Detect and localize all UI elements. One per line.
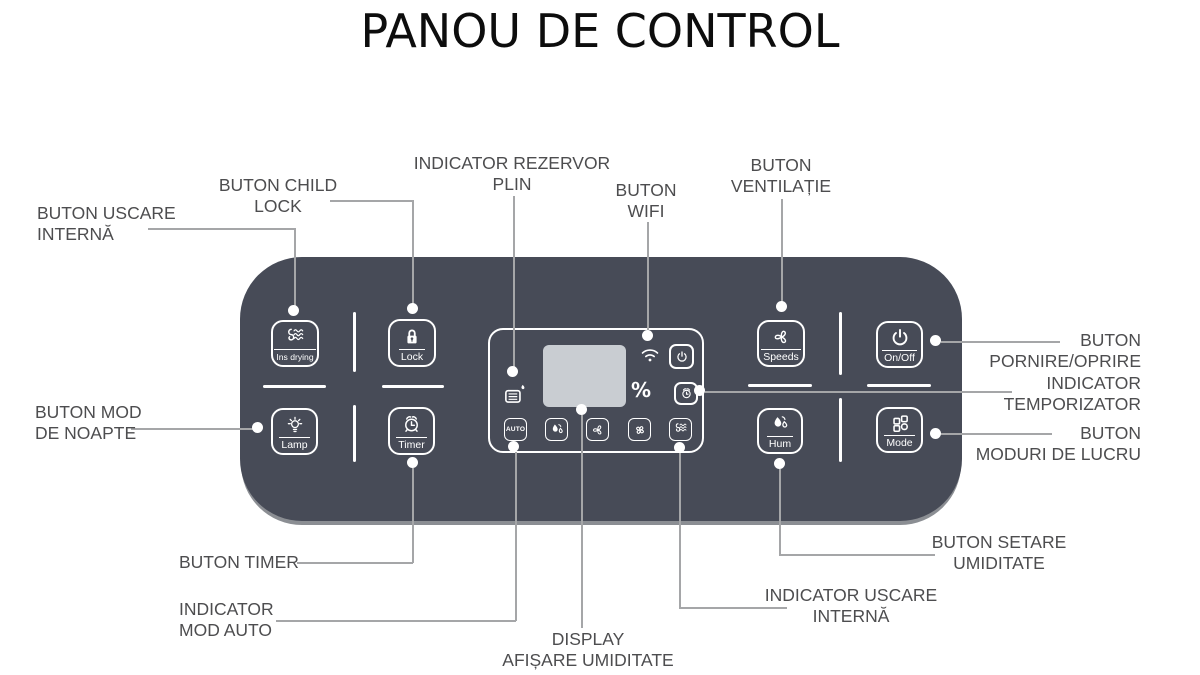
divider	[263, 385, 326, 388]
hum-button-label: Hum	[766, 436, 794, 450]
ins-drying-button-label: Ins drying	[274, 349, 316, 363]
connector-line	[294, 228, 296, 307]
display-group: % AUTO	[488, 328, 704, 453]
alarm-clock-icon	[400, 414, 423, 436]
label-setare-umiditate: BUTON SETARE UMIDITATE	[931, 532, 1067, 573]
fan-speeds-icon	[770, 326, 793, 348]
percent-symbol: %	[630, 378, 652, 402]
connector-line	[779, 469, 781, 555]
marker-dot	[576, 404, 587, 415]
connector-line	[779, 554, 935, 556]
connector-line	[941, 341, 1060, 343]
tank-full-icon	[501, 382, 527, 413]
internal-drying-icon	[284, 327, 307, 348]
marker-dot	[930, 428, 941, 439]
label-uscare-interna-indicator: INDICATOR USCARE INTERNĂ	[764, 585, 938, 626]
label-pornire-oprire: BUTON PORNIRE/OPRIRE	[989, 330, 1141, 371]
power-indicator[interactable]	[669, 344, 694, 369]
night-mode-lamp-button[interactable]: Lamp	[271, 408, 318, 455]
auto-mode-indicator: AUTO	[504, 418, 527, 441]
marker-dot	[252, 422, 263, 433]
connector-line	[276, 620, 516, 622]
marker-dot	[642, 330, 653, 341]
connector-line	[148, 228, 295, 230]
marker-dot	[930, 335, 941, 346]
label-temporizator: INDICATOR TEMPORIZATOR	[1003, 373, 1141, 414]
connector-line	[297, 562, 413, 564]
ventilation-mode-indicator	[628, 418, 651, 441]
humidity-set-button[interactable]: Hum	[757, 408, 803, 454]
label-child-lock: BUTON CHILD LOCK	[218, 175, 338, 216]
marker-dot	[288, 305, 299, 316]
marker-dot	[774, 458, 785, 469]
label-uscare-interna: BUTON USCARE INTERNĂ	[37, 203, 176, 244]
label-ventilatie: BUTON VENTILAȚIE	[730, 155, 832, 196]
label-mod-auto: INDICATOR MOD AUTO	[179, 599, 274, 640]
marker-dot	[508, 441, 519, 452]
lamp-icon	[284, 415, 306, 436]
timer-button-label: Timer	[396, 437, 427, 451]
connector-line	[647, 222, 649, 332]
label-wifi: BUTON WIFI	[615, 180, 677, 221]
child-lock-button-label: Lock	[398, 349, 426, 363]
speeds-button-label: Speeds	[761, 349, 801, 363]
fan-mode-indicator	[586, 418, 609, 441]
internal-drying-indicator	[669, 418, 692, 441]
on-off-button[interactable]: On/Off	[876, 321, 923, 368]
marker-dot	[694, 385, 705, 396]
connector-line	[705, 391, 1012, 393]
connector-line	[941, 433, 1052, 435]
label-rezervor-plin: INDICATOR REZERVOR PLIN	[413, 153, 611, 194]
page-title: PANOU DE CONTROL	[360, 4, 840, 58]
power-icon	[889, 327, 911, 349]
connector-line	[781, 199, 783, 303]
divider	[353, 312, 356, 372]
label-display-umiditate: DISPLAY AFIȘARE UMIDITATE	[502, 629, 674, 670]
marker-dot	[674, 442, 685, 453]
dehumidify-mode-indicator	[545, 418, 568, 441]
fan-speeds-button[interactable]: Speeds	[757, 320, 805, 367]
divider	[382, 385, 444, 388]
connector-line	[679, 607, 787, 609]
onoff-button-label: On/Off	[882, 350, 917, 364]
connector-line	[513, 196, 515, 368]
connector-line	[330, 200, 413, 202]
marker-dot	[407, 457, 418, 468]
lock-icon	[401, 326, 423, 348]
connector-line	[412, 200, 414, 305]
marker-dot	[507, 366, 518, 377]
mode-grid-icon	[889, 412, 911, 434]
connector-line	[679, 453, 681, 608]
device-panel: Ins drying Lock	[240, 257, 962, 521]
auto-mode-label: AUTO	[505, 426, 526, 433]
connector-line	[412, 468, 414, 563]
mode-button-label: Mode	[884, 435, 915, 449]
divider	[353, 405, 356, 462]
divider	[748, 384, 812, 387]
lamp-button-label: Lamp	[279, 437, 310, 451]
timer-button[interactable]: Timer	[388, 407, 435, 455]
ins-drying-button[interactable]: Ins drying	[271, 320, 319, 367]
label-mod-noapte: BUTON MOD DE NOAPTE	[35, 402, 142, 443]
humidity-display-screen	[543, 345, 626, 407]
divider	[839, 312, 842, 375]
connector-line	[131, 428, 253, 430]
label-buton-timer: BUTON TIMER	[179, 552, 299, 572]
humidity-drops-icon	[769, 413, 791, 435]
wifi-icon[interactable]	[639, 345, 661, 368]
divider	[839, 398, 842, 462]
mode-button[interactable]: Mode	[876, 407, 923, 453]
marker-dot	[407, 303, 418, 314]
divider	[867, 384, 931, 387]
marker-dot	[776, 301, 787, 312]
connector-line	[515, 452, 517, 621]
label-moduri-lucru: BUTON MODURI DE LUCRU	[975, 423, 1141, 464]
connector-line	[581, 415, 583, 628]
child-lock-button[interactable]: Lock	[388, 319, 436, 367]
